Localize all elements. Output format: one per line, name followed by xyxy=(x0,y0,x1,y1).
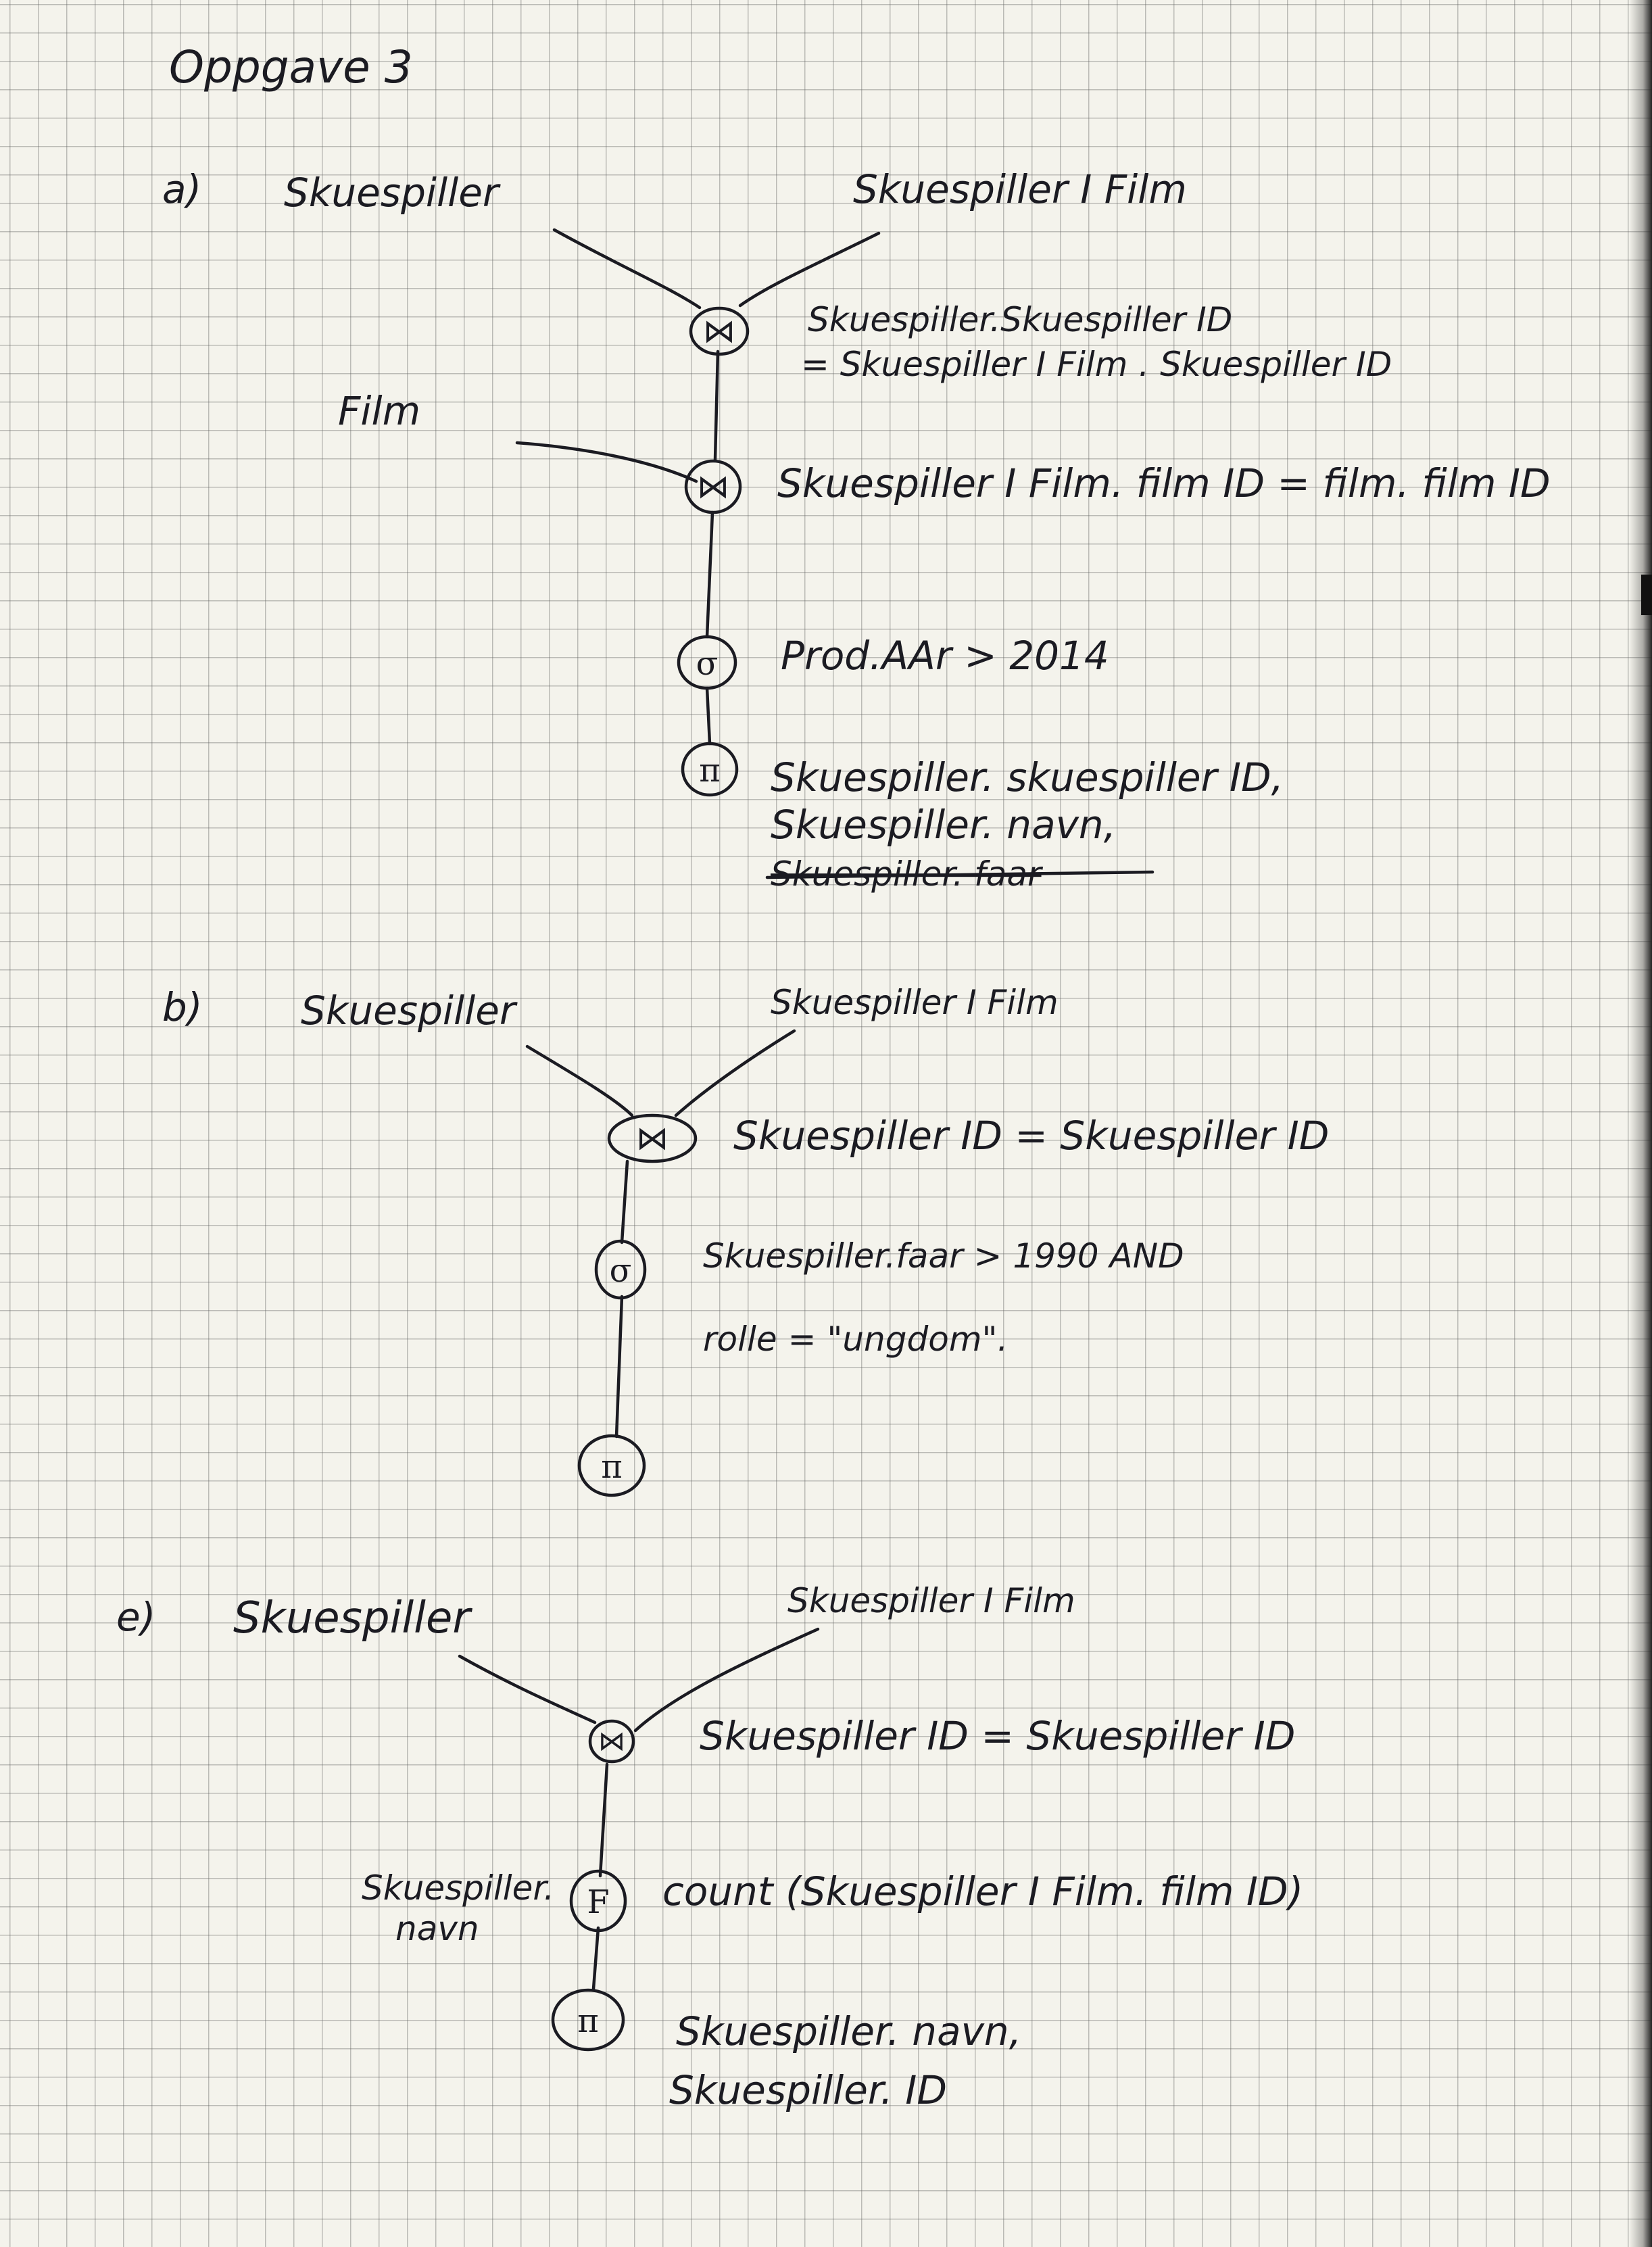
section-e-edge-aggregate-project xyxy=(591,1926,600,1991)
section-e-aggregate-node: F xyxy=(569,1869,627,1933)
section-e-tree: e) Skuespiller Skuespiller I Film ⋈ Skue… xyxy=(116,1581,1303,2113)
section-a-join1-condition-line2: = Skuespiller I Film . Skuespiller ID xyxy=(801,345,1392,384)
section-a-select-condition: Prod.AAr > 2014 xyxy=(781,633,1109,679)
section-a-label: a) xyxy=(162,166,201,212)
section-a-edge-film-join2 xyxy=(515,441,698,483)
section-a-project-node: π xyxy=(681,742,739,797)
section-a-join1-node: ⋈ xyxy=(689,306,750,356)
section-e-group-label-line2: navn xyxy=(395,1909,479,1948)
section-b-edge-skuespiller-join xyxy=(525,1044,634,1117)
section-e-aggregate-symbol: F xyxy=(587,1883,609,1921)
section-a-project-line1: Skuespiller. skuespiller ID, xyxy=(771,754,1284,800)
section-a-edge-join1-join2 xyxy=(713,349,720,462)
section-a-edge-skuespiller-join1 xyxy=(552,228,702,310)
section-b-label: b) xyxy=(162,984,202,1030)
section-b-select-node: σ xyxy=(594,1239,647,1300)
section-b-join-condition: Skuespiller ID = Skuespiller ID xyxy=(733,1113,1329,1159)
paper-edge-mark xyxy=(1641,575,1652,615)
section-e-join-symbol: ⋈ xyxy=(598,1726,625,1757)
section-e-project-line2: Skuespiller. ID xyxy=(669,2067,947,2113)
section-e-relation-skuespiller-i-film: Skuespiller I Film xyxy=(787,1581,1075,1620)
section-a-edge-join2-select xyxy=(705,510,714,639)
section-b-select-line1: Skuespiller.faar > 1990 AND xyxy=(703,1236,1184,1276)
section-b-edge-select-project xyxy=(614,1295,624,1439)
page-title: Oppgave 3 xyxy=(169,41,413,93)
section-b-edge-skuespillerifilm-join xyxy=(674,1029,796,1117)
section-a-strikethrough xyxy=(765,870,1155,879)
section-e-relation-skuespiller: Skuespiller xyxy=(233,1593,472,1643)
section-b-join-node: ⋈ xyxy=(607,1113,698,1163)
section-a-project-symbol: π xyxy=(699,752,721,790)
paper-edge-shadow xyxy=(1629,0,1652,2247)
section-b-project-node: π xyxy=(577,1434,646,1497)
section-b-project-symbol: π xyxy=(601,1448,623,1486)
section-e-join-node: ⋈ xyxy=(588,1719,635,1764)
section-a-join2-condition: Skuespiller I Film. film ID = film. film… xyxy=(777,460,1551,506)
section-a-edge-select-project xyxy=(705,686,712,746)
section-a-join1-symbol: ⋈ xyxy=(703,312,735,350)
section-e-label: e) xyxy=(116,1594,155,1640)
section-e-group-label-line1: Skuespiller. xyxy=(362,1868,554,1908)
section-a-select-node: σ xyxy=(677,635,737,690)
section-e-join-condition: Skuespiller ID = Skuespiller ID xyxy=(700,1713,1295,1759)
section-e-project-line1: Skuespiller. navn, xyxy=(676,2008,1021,2054)
section-a-select-symbol: σ xyxy=(696,645,719,683)
section-e-aggregate-condition: count (Skuespiller I Film. film ID) xyxy=(662,1868,1303,1914)
section-a-tree: a) Skuespiller Skuespiller I Film Film ⋈… xyxy=(162,166,1551,894)
section-b-join-symbol: ⋈ xyxy=(636,1119,669,1157)
section-e-project-node: π xyxy=(551,1988,625,2052)
section-e-edge-skuespiller-join xyxy=(458,1654,597,1724)
section-a-relation-skuespiller-i-film: Skuespiller I Film xyxy=(853,166,1187,212)
section-e-edge-skuespillerifilm-join xyxy=(633,1627,820,1733)
section-a-edge-skuespillerifilm-join1 xyxy=(738,231,881,308)
section-b-tree: b) Skuespiller Skuespiller I Film ⋈ Skue… xyxy=(162,983,1329,1497)
section-b-select-line2: rolle = "ungdom". xyxy=(703,1320,1008,1359)
section-b-select-symbol: σ xyxy=(610,1252,632,1290)
section-b-relation-skuespiller-i-film: Skuespiller I Film xyxy=(771,983,1059,1022)
section-a-join2-node: ⋈ xyxy=(684,459,742,514)
section-a-join1-condition-line1: Skuespiller.Skuespiller ID xyxy=(808,300,1232,339)
section-e-project-symbol: π xyxy=(577,2002,599,2040)
section-a-join2-symbol: ⋈ xyxy=(697,468,729,506)
section-a-relation-film: Film xyxy=(338,388,420,434)
section-a-project-line2: Skuespiller. navn, xyxy=(771,802,1116,848)
section-e-edge-join-aggregate xyxy=(598,1762,609,1878)
section-a-relation-skuespiller: Skuespiller xyxy=(284,170,501,216)
section-b-relation-skuespiller: Skuespiller xyxy=(301,988,518,1034)
section-b-edge-join-select xyxy=(620,1159,629,1245)
